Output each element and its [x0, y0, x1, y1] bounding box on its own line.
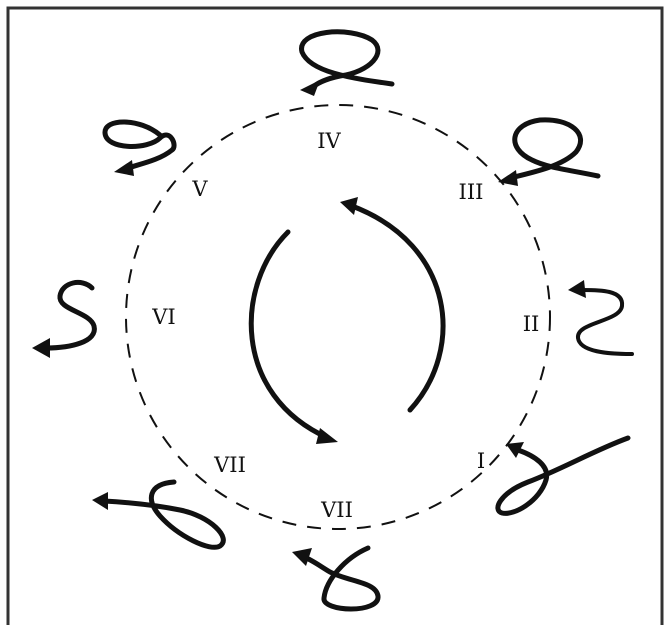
label-ii: II — [523, 312, 540, 336]
loop-arrow-icon-iii — [498, 120, 598, 186]
center-cycle-arrows-icon — [251, 197, 443, 444]
loop-arrow-icon-ii — [568, 280, 632, 354]
label-v: V — [191, 177, 208, 201]
dashed-orbit — [126, 105, 550, 529]
label-iii: III — [459, 180, 484, 204]
label-iv: IV — [317, 129, 341, 153]
label-vii-bottom: VII — [320, 498, 353, 522]
loop-arrow-icon-iv — [300, 32, 392, 96]
label-vii-left: VII — [213, 453, 246, 477]
loop-arrow-icon-v — [105, 122, 174, 176]
loop-arrow-icon-vii-left — [92, 482, 223, 547]
loop-arrow-icon-vi — [32, 282, 94, 358]
loop-arrow-icon-i — [498, 438, 628, 513]
label-i: I — [477, 449, 485, 473]
loop-arrow-icon-vii-bottom — [292, 548, 378, 609]
figure-border — [8, 8, 662, 625]
label-vi: VI — [151, 305, 175, 329]
